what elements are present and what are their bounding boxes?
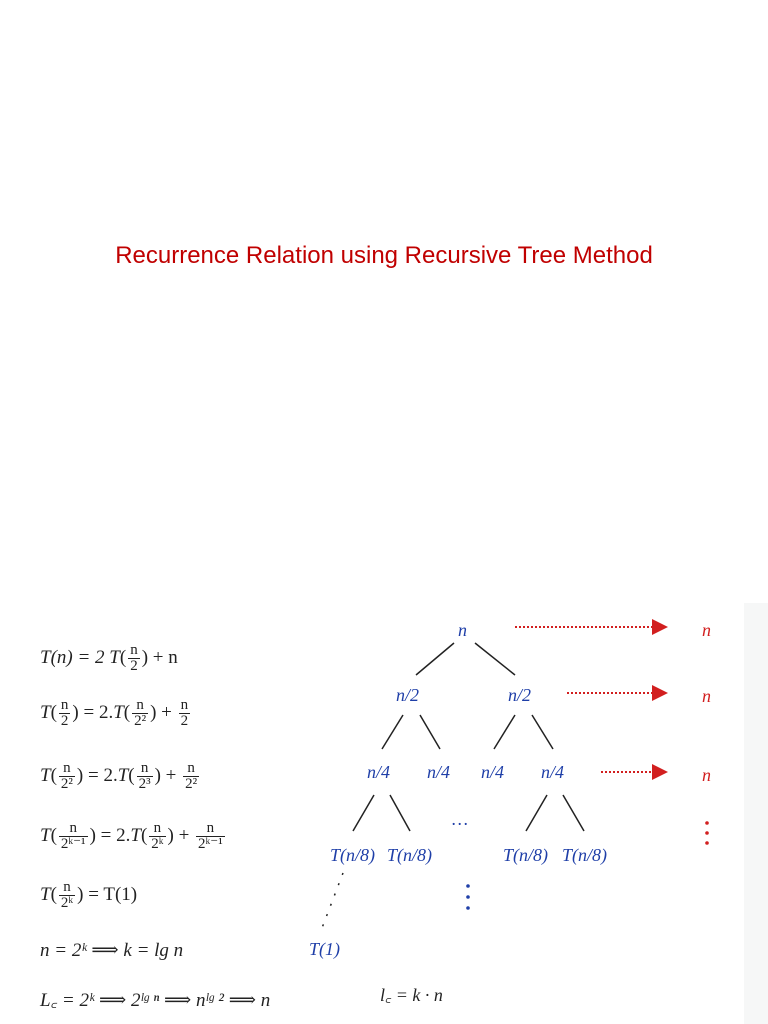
slide-title: Recurrence Relation using Recursive Tree… (115, 242, 653, 269)
level1-node-left: n/2 (396, 685, 419, 705)
level3-node-3: T(n/8) (503, 845, 548, 866)
edge-l2b-r (562, 794, 585, 832)
level2-node-3: n/4 (481, 762, 504, 782)
edge-root-right (474, 642, 516, 676)
level3-node-2: T(n/8) (387, 845, 432, 866)
cost-level2: n (702, 765, 711, 785)
tree-root: n (458, 620, 467, 640)
edge-l2a-l (352, 794, 375, 832)
cost-level0: n (702, 620, 711, 640)
total-cost: l꜀ = k · n (380, 985, 443, 1005)
recursion-tree-svg: n n/2 n/2 n/4 n/4 n/4 n/4 … T(n/8) T(n/8… (309, 619, 711, 1005)
level2-node-4: n/4 (541, 762, 564, 782)
middle-ellipsis: … (452, 809, 468, 829)
leaf-node: T(1) (309, 939, 340, 960)
level2-node-1: n/4 (367, 762, 390, 782)
level3-node-4: T(n/8) (562, 845, 607, 866)
edge-l2a-r (389, 794, 411, 832)
edge-l1a-l (381, 714, 404, 750)
cost-level1: n (702, 686, 711, 706)
edge-l1b-l (493, 714, 516, 750)
edge-root-left (415, 642, 455, 676)
level1-node-right: n/2 (508, 685, 531, 705)
equation-7: L꜀ = 2ᵏ ⟹ 2ˡᵍ ⁿ ⟹ nˡᵍ ² ⟹ n (40, 990, 271, 1011)
level2-node-2: n/4 (427, 762, 450, 782)
edge-l1a-r (419, 714, 441, 750)
edge-to-leaf (321, 872, 344, 929)
equation-6: n = 2ᵏ ⟹ k = lg n (40, 940, 184, 961)
edge-l2b-l (525, 794, 548, 832)
edge-l1b-r (531, 714, 554, 750)
level3-node-1: T(n/8) (330, 845, 375, 866)
